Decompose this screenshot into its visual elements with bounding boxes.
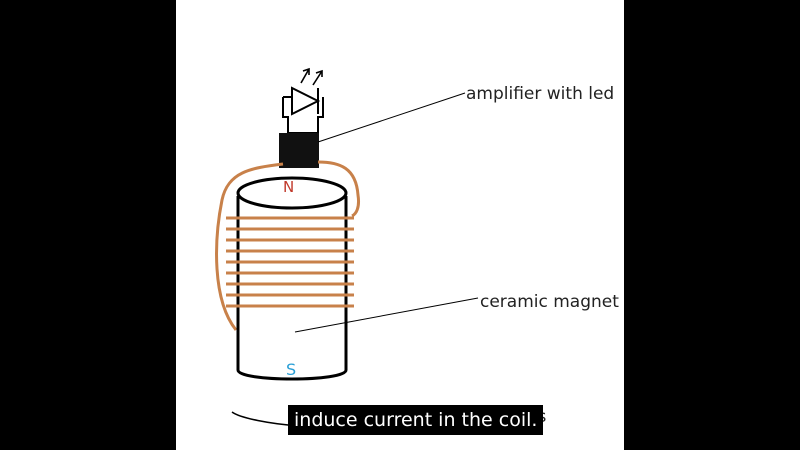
diagram-canvas: N S amplifier with led ceramic magnet at… xyxy=(176,0,624,450)
diagram-svg: N S amplifier with led ceramic magnet at… xyxy=(215,67,619,427)
led-diode-icon xyxy=(282,86,324,134)
amplifier-leader-line xyxy=(317,92,466,143)
amplifier-block xyxy=(279,133,319,168)
amplifier-label: amplifier with led xyxy=(466,84,614,104)
video-caption: induce current in the coil. xyxy=(288,405,544,435)
north-pole-label: N xyxy=(283,178,294,196)
coil-windings xyxy=(226,216,354,308)
magnet-label: ceramic magnet xyxy=(480,292,619,312)
coil-wire-loop xyxy=(215,160,360,331)
magnet-leader-line xyxy=(294,297,479,333)
ceramic-magnet xyxy=(236,176,348,381)
light-arrow-icon xyxy=(300,67,323,86)
south-pole-label: S xyxy=(286,360,296,379)
